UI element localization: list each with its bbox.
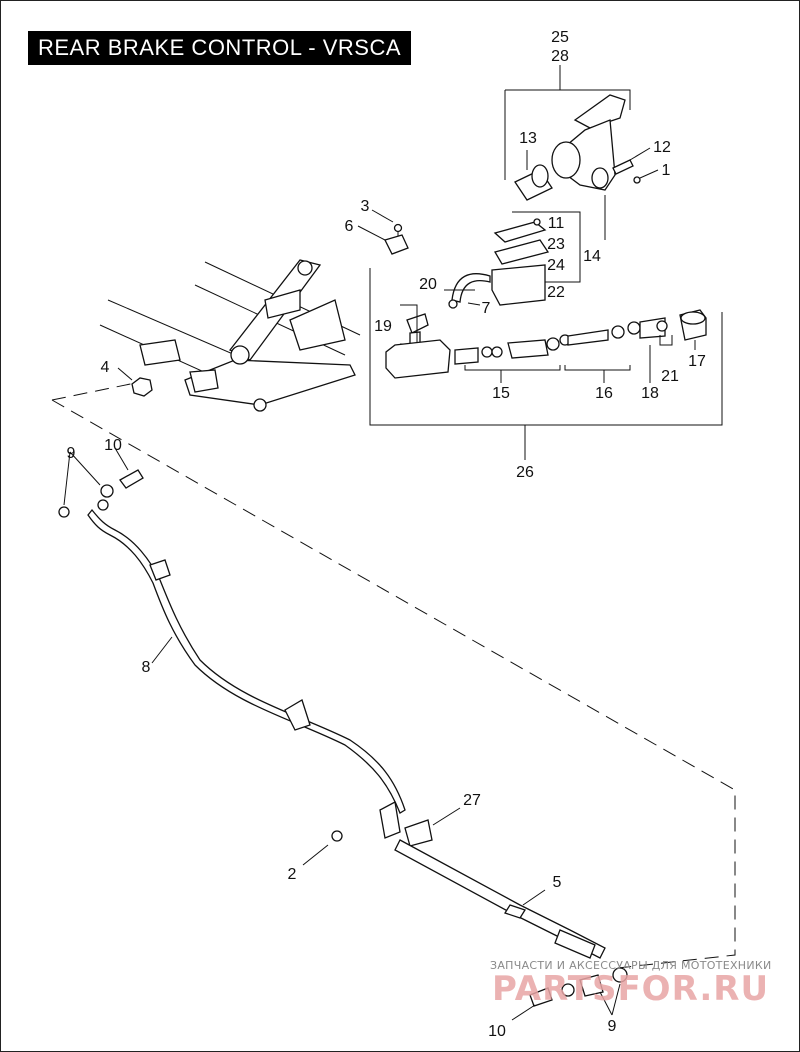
callout-1: 1 bbox=[662, 162, 671, 179]
screw-clip bbox=[357, 209, 409, 255]
bracket-14 bbox=[512, 211, 581, 283]
callout-21: 21 bbox=[661, 368, 679, 385]
callout-17: 17 bbox=[688, 353, 706, 370]
lower-hose-assembly bbox=[302, 801, 606, 959]
reservoir-hose bbox=[400, 273, 491, 345]
callout-15: 15 bbox=[492, 385, 510, 402]
callout-23: 23 bbox=[547, 236, 565, 253]
callout-26: 26 bbox=[516, 464, 534, 481]
callout-8: 8 bbox=[142, 659, 151, 676]
callout-24: 24 bbox=[547, 257, 565, 274]
callout-9-bottom: 9 bbox=[608, 1018, 617, 1035]
callout-3: 3 bbox=[361, 198, 370, 215]
page-title: REAR BRAKE CONTROL - VRSCA bbox=[28, 31, 412, 65]
bracket-25-28 bbox=[505, 89, 631, 110]
callout-14: 14 bbox=[583, 248, 601, 265]
nut bbox=[117, 367, 153, 397]
push-rod bbox=[559, 325, 631, 371]
clevis-pin bbox=[612, 147, 659, 184]
dashed-leader-lines bbox=[51, 379, 736, 969]
callout-28: 28 bbox=[551, 48, 569, 65]
callout-19: 19 bbox=[374, 318, 392, 335]
callout-labels: 25 28 13 12 1 3 6 11 23 14 24 20 22 7 19… bbox=[67, 29, 706, 1040]
callout-10-bottom: 10 bbox=[488, 1023, 506, 1040]
callout-4: 4 bbox=[101, 359, 110, 376]
banjo-fittings-bottom bbox=[511, 967, 628, 1021]
callout-18: 18 bbox=[641, 385, 659, 402]
bracket-26 bbox=[369, 268, 723, 426]
callout-13: 13 bbox=[519, 130, 537, 147]
callout-5: 5 bbox=[553, 874, 562, 891]
reservoir bbox=[491, 218, 550, 306]
master-cylinder bbox=[385, 337, 561, 379]
banjo-fittings-top bbox=[58, 447, 144, 518]
pivot-bushing bbox=[514, 150, 553, 201]
frame-section bbox=[99, 259, 361, 412]
callout-27: 27 bbox=[463, 792, 481, 809]
callout-10-top: 10 bbox=[104, 437, 122, 454]
callout-25: 25 bbox=[551, 29, 569, 46]
brake-line bbox=[87, 499, 406, 814]
callout-9-top: 9 bbox=[67, 445, 76, 462]
callout-12: 12 bbox=[653, 139, 671, 156]
callout-20: 20 bbox=[419, 276, 437, 293]
callout-6: 6 bbox=[345, 218, 354, 235]
watermark-caption: ЗАПЧАСТИ И АКСЕССУАРЫ ДЛЯ МОТОТЕХНИКИ bbox=[490, 959, 772, 972]
boot-spring bbox=[627, 309, 707, 346]
leader-8 bbox=[151, 636, 173, 664]
callout-7: 7 bbox=[482, 300, 491, 317]
watermark-brand: PARTSFOR.RU bbox=[492, 969, 769, 1009]
callout-22: 22 bbox=[547, 284, 565, 301]
callout-16: 16 bbox=[595, 385, 613, 402]
callout-2: 2 bbox=[288, 866, 297, 883]
leader-7 bbox=[467, 302, 481, 306]
callout-11: 11 bbox=[548, 215, 565, 232]
brake-pedal bbox=[551, 94, 626, 240]
